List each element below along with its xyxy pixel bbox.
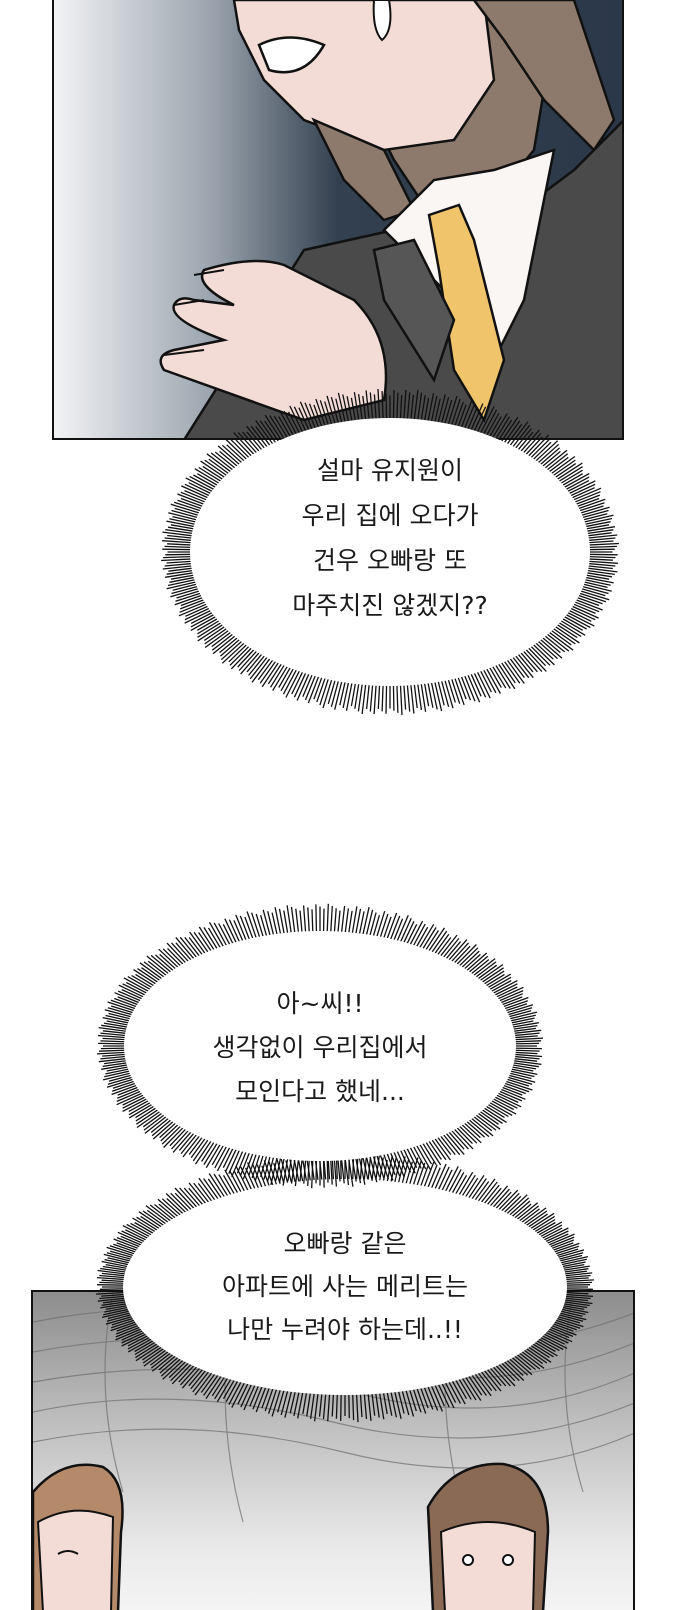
bubble-1-line-3: 건우 오빠랑 또 bbox=[313, 546, 467, 575]
bubble-text-3: 오빠랑 같은 아파트에 사는 메리트는 나만 누려야 하는데..!! bbox=[85, 1222, 605, 1351]
bubble-text-1: 설마 유지원이 우리 집에 오다가 건우 오빠랑 또 마주치진 않겠지?? bbox=[150, 448, 630, 628]
bubble-3-line-2: 아파트에 사는 메리트는 bbox=[222, 1272, 468, 1301]
panel-art-top bbox=[159, 0, 622, 438]
spiky-bubble-outline bbox=[161, 388, 619, 716]
bubble-1-line-2: 우리 집에 오다가 bbox=[301, 501, 479, 530]
bubble-2-line-3: 모인다고 했네... bbox=[235, 1077, 405, 1106]
bubble-1-line-1: 설마 유지원이 bbox=[317, 456, 463, 485]
spiky-bubble-outline bbox=[96, 903, 544, 1189]
bubble-text-2: 아~씨!! 생각없이 우리집에서 모인다고 했네... bbox=[85, 982, 555, 1114]
bubble-spike-lines bbox=[95, 1151, 595, 1423]
bubble-3-line-1: 오빠랑 같은 bbox=[283, 1229, 407, 1258]
speech-bubble-thought-3: 오빠랑 같은 아파트에 사는 메리트는 나만 누려야 하는데..!! bbox=[85, 1148, 605, 1426]
bubble-3-line-3: 나만 누려야 하는데..!! bbox=[227, 1315, 463, 1344]
bubble-spike-lines bbox=[96, 903, 544, 1189]
bubble-1-line-4: 마주치진 않겠지?? bbox=[292, 591, 488, 620]
bubble-spike-lines bbox=[161, 388, 619, 716]
bubble-2-line-1: 아~씨!! bbox=[276, 989, 364, 1018]
spiky-bubble-outline bbox=[95, 1151, 595, 1423]
speech-bubble-thought-2: 아~씨!! 생각없이 우리집에서 모인다고 했네... bbox=[85, 896, 555, 1196]
panel-worried-girl bbox=[52, 0, 624, 440]
bubble-2-line-2: 생각없이 우리집에서 bbox=[212, 1033, 428, 1062]
speech-bubble-thought-1: 설마 유지원이 우리 집에 오다가 건우 오빠랑 또 마주치진 않겠지?? bbox=[150, 380, 630, 725]
